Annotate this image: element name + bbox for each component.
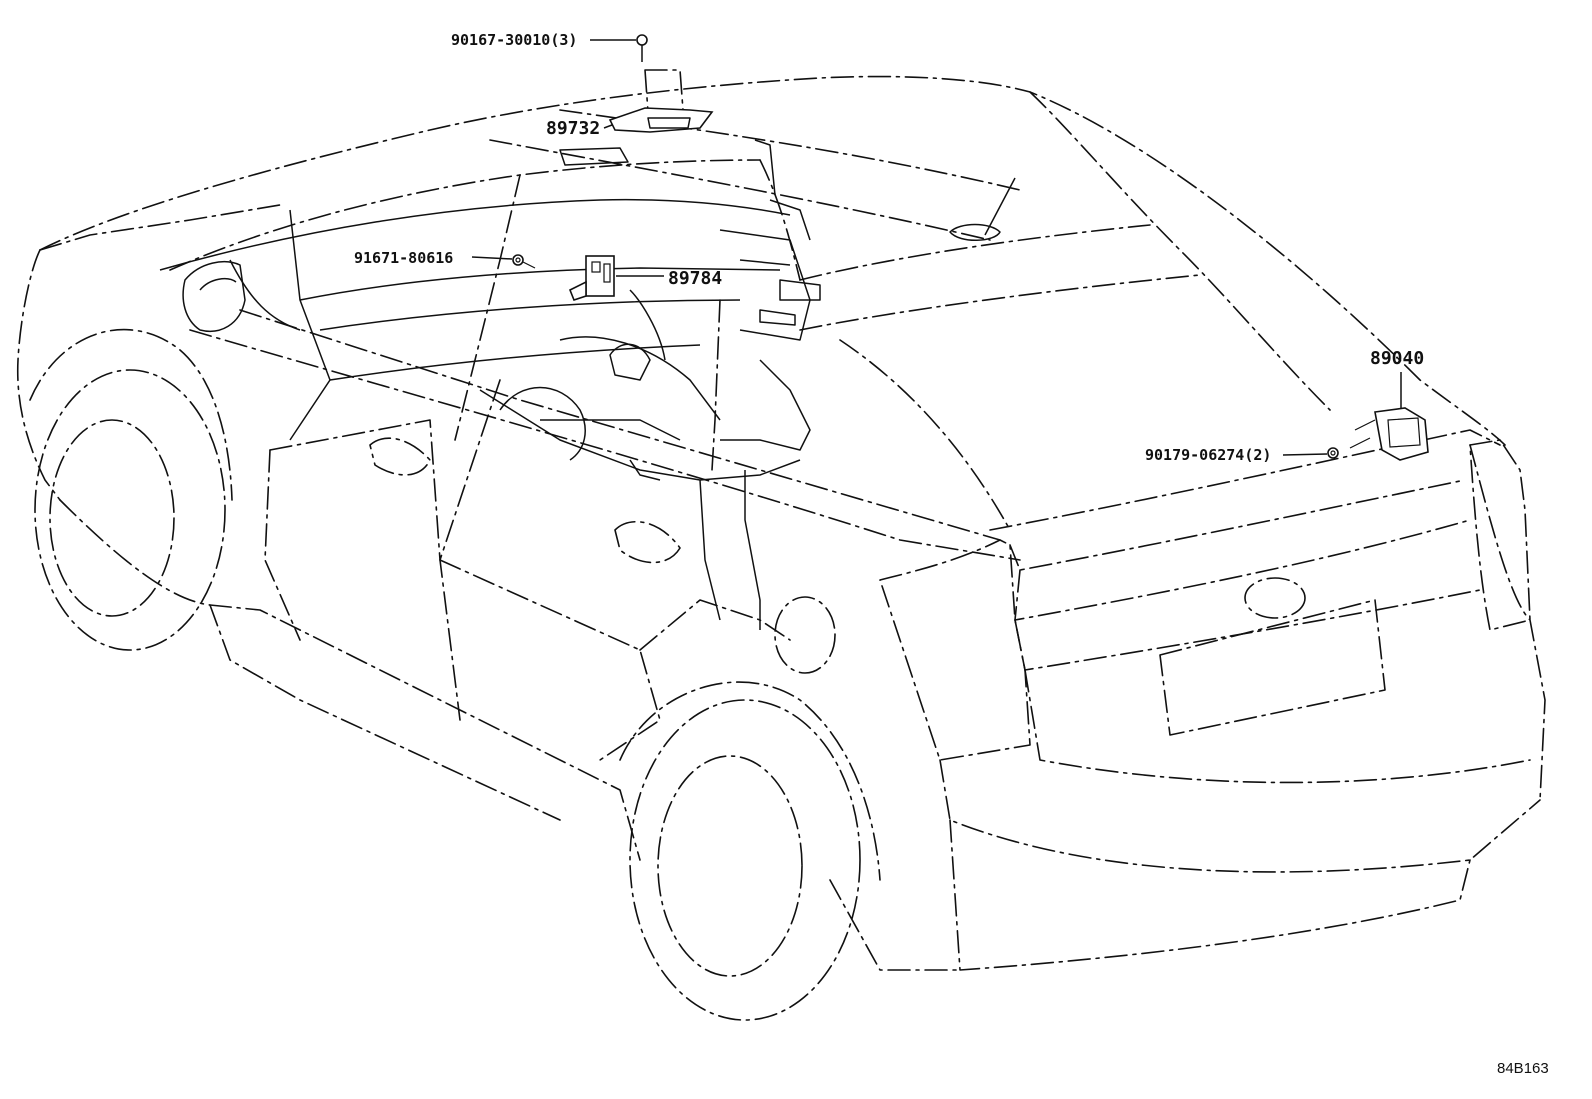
callout-89784: 89784 <box>668 268 722 289</box>
part-bolt-91671 <box>512 254 536 269</box>
front-wheel <box>29 328 233 651</box>
interior <box>159 139 1016 630</box>
part-89784-module <box>568 255 615 301</box>
part-screw-90167 <box>636 34 684 113</box>
callout-89732: 89732 <box>546 118 600 139</box>
callout-91671-80616: 91671-80616 <box>354 249 453 267</box>
part-nut-90179 <box>1327 447 1339 459</box>
car-body-outline <box>16 75 1546 971</box>
part-89732-sensor <box>608 107 714 133</box>
part-89040-ecu <box>1349 407 1429 461</box>
callout-90167-30010: 90167-30010(3) <box>451 31 577 49</box>
leader-lines <box>471 39 1402 456</box>
callout-90179-06274: 90179-06274(2) <box>1145 446 1271 464</box>
illustration-code: 84B163 <box>1497 1060 1549 1077</box>
rear-wheel <box>619 681 881 1021</box>
callout-89040: 89040 <box>1370 348 1424 369</box>
